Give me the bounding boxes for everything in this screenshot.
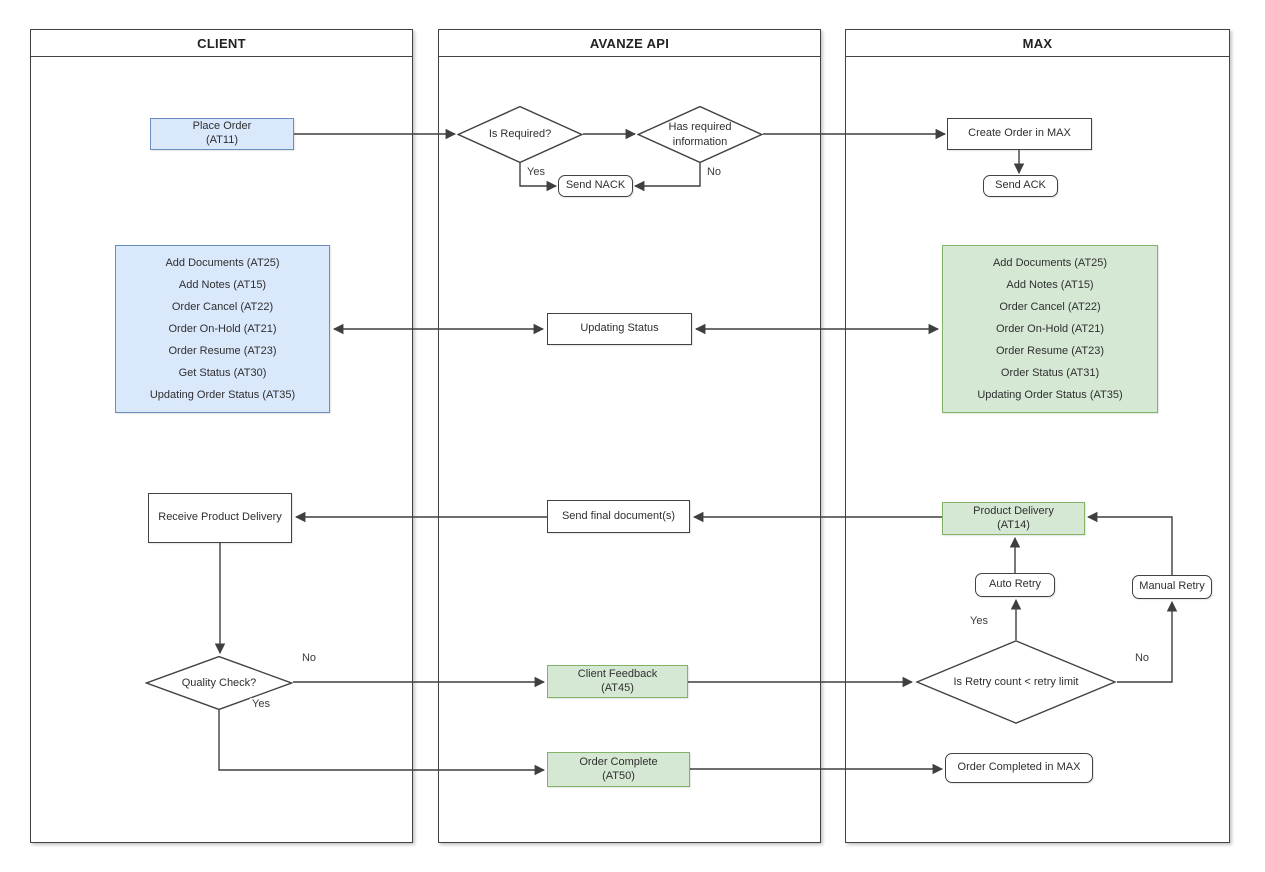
client-action-item: Add Documents (AT25) [165,257,280,269]
swimlane-avanze-api: AVANZE API [438,29,821,843]
node-manual-retry: Manual Retry [1132,575,1212,599]
node-send-nack: Send NACK [558,175,633,197]
diamond-shape [145,656,293,710]
node-product-delivery-line1: Product Delivery [973,504,1054,517]
client-action-item: Add Notes (AT15) [178,279,267,291]
diamond-shape [637,106,763,163]
diamond-shape [915,640,1117,724]
max-action-item: Order Cancel (AT22) [999,301,1101,313]
node-order-complete-line2: (AT50) [602,769,635,782]
max-action-item: Order Status (AT31) [1000,367,1100,379]
node-manual-retry-label: Manual Retry [1139,580,1205,593]
node-order-completed-in-max-label: Order Completed in MAX [957,761,1081,774]
client-action-item: Updating Order Status (AT35) [149,389,296,401]
edge-label-retry-yes: Yes [968,615,990,627]
node-quality-check: Quality Check? [145,656,293,710]
node-place-order-line1: Place Order [192,120,252,133]
has-required-line2: information [672,135,728,148]
node-client-feedback: Client Feedback (AT45) [547,665,688,698]
node-quality-check-label: Quality Check? [181,676,257,689]
max-action-item: Order Resume (AT23) [996,345,1104,357]
node-product-delivery-line2: (AT14) [997,518,1030,531]
edge-label-is-required-yes: Yes [525,166,547,178]
swimlane-max-title: MAX [846,30,1229,57]
node-place-order: Place Order (AT11) [150,118,294,150]
max-action-item: Order On-Hold (AT21) [996,323,1104,335]
node-receive-product-delivery-label: Receive Product Delivery [158,511,282,524]
node-send-final-documents: Send final document(s) [547,500,690,533]
max-action-item: Add Notes (AT15) [1006,279,1094,291]
node-order-complete-line1: Order Complete [579,755,658,768]
node-client-feedback-line2: (AT45) [601,681,634,694]
max-action-item: Add Documents (AT25) [992,257,1108,269]
node-send-final-documents-label: Send final document(s) [561,509,676,522]
node-client-feedback-line1: Client Feedback [577,667,658,680]
node-is-required: Is Required? [457,106,583,163]
node-max-actions: Add Documents (AT25) Add Notes (AT15) Or… [942,245,1158,413]
node-updating-status-label: Updating Status [580,322,659,335]
node-order-complete: Order Complete (AT50) [547,752,690,787]
edge-label-has-required-no: No [704,166,724,178]
node-is-required-label: Is Required? [488,128,552,141]
node-receive-product-delivery: Receive Product Delivery [148,493,292,543]
node-place-order-line2: (AT11) [206,134,238,146]
node-has-required-information-label: Has required information [637,106,763,163]
diamond-shape [457,106,583,163]
node-auto-retry-label: Auto Retry [989,578,1041,591]
node-retry-check-label: Is Retry count < retry limit [953,675,1079,688]
node-updating-status: Updating Status [547,313,692,345]
client-action-item: Order Resume (AT23) [168,345,277,357]
node-send-nack-label: Send NACK [565,179,626,192]
edge-label-quality-check-no: No [299,652,319,664]
edge-label-quality-check-yes: Yes [250,698,272,710]
node-client-actions: Add Documents (AT25) Add Notes (AT15) Or… [115,245,330,413]
max-action-item: Updating Order Status (AT35) [977,389,1123,401]
client-action-item: Get Status (AT30) [178,367,267,379]
client-action-item: Order On-Hold (AT21) [168,323,277,335]
node-send-ack: Send ACK [983,175,1058,197]
node-order-completed-in-max: Order Completed in MAX [945,753,1093,783]
node-has-required-information: Has required information [637,106,763,163]
swimlane-client-title: CLIENT [31,30,412,57]
client-action-item: Order Cancel (AT22) [171,301,274,313]
node-send-ack-label: Send ACK [995,179,1046,192]
has-required-line1: Has required [668,121,732,134]
node-retry-check: Is Retry count < retry limit [915,640,1117,724]
swimlane-client: CLIENT [30,29,413,843]
swimlane-avanze-api-title: AVANZE API [439,30,820,57]
node-create-order-in-max-label: Create Order in MAX [968,127,1071,140]
node-auto-retry: Auto Retry [975,573,1055,597]
node-product-delivery: Product Delivery (AT14) [942,502,1085,535]
edge-label-retry-no: No [1132,652,1152,664]
node-create-order-in-max: Create Order in MAX [947,118,1092,150]
